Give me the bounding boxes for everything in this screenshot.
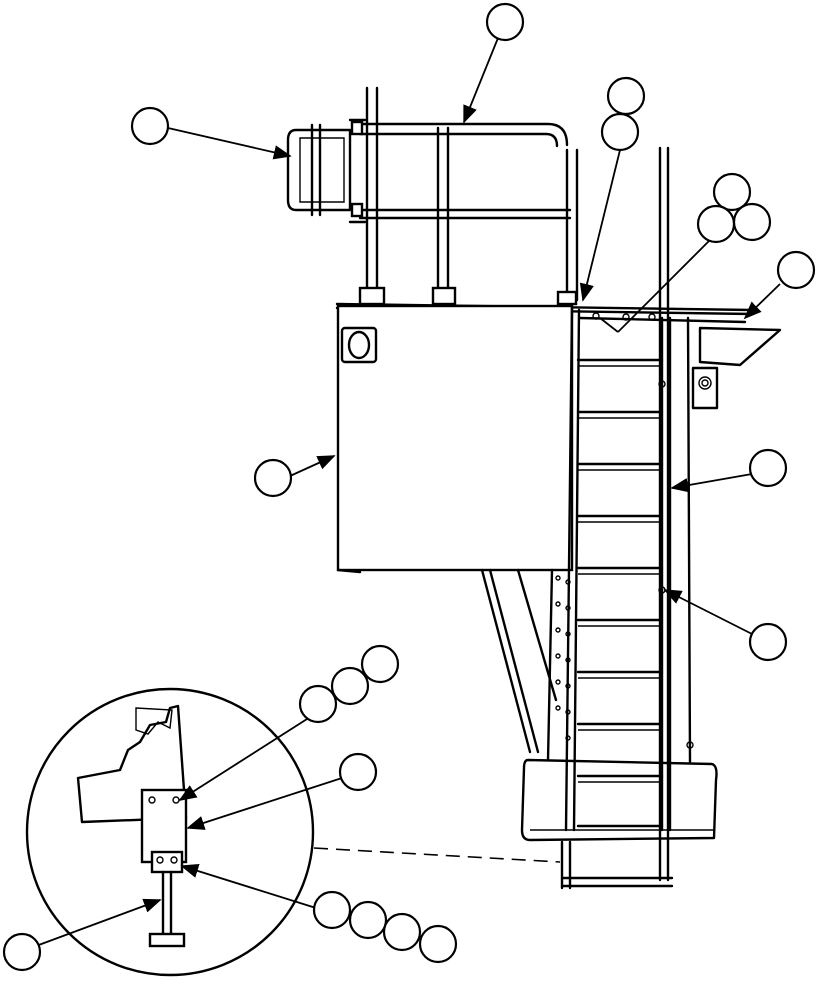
control-box [336, 304, 574, 574]
callout-balloon [382, 912, 422, 952]
detail-view [25, 687, 561, 977]
leader-lines [35, 37, 781, 947]
callout-balloon [348, 900, 388, 940]
stair-treads [576, 358, 664, 828]
callout-balloon [485, 2, 525, 42]
callout-balloon [360, 644, 400, 684]
callout-balloon [253, 458, 293, 498]
callout-balloon [130, 106, 170, 146]
callout-balloon [606, 76, 646, 116]
callout-balloon [696, 204, 736, 244]
handrail-assembly [358, 86, 579, 306]
callout-balloon [748, 622, 788, 662]
stairway [480, 146, 718, 890]
callout-balloon [776, 250, 816, 290]
callout-balloon [298, 684, 338, 724]
gate-assembly [286, 118, 367, 224]
callout-balloon [600, 112, 640, 152]
callout-balloon [712, 172, 752, 212]
callout-balloon [2, 932, 42, 972]
callout-balloon [338, 752, 378, 792]
callout-balloon [312, 890, 352, 930]
callout-balloon [748, 448, 788, 488]
callout-balloon [330, 666, 370, 706]
callout-balloon [418, 924, 458, 964]
callout-balloon [732, 202, 772, 242]
